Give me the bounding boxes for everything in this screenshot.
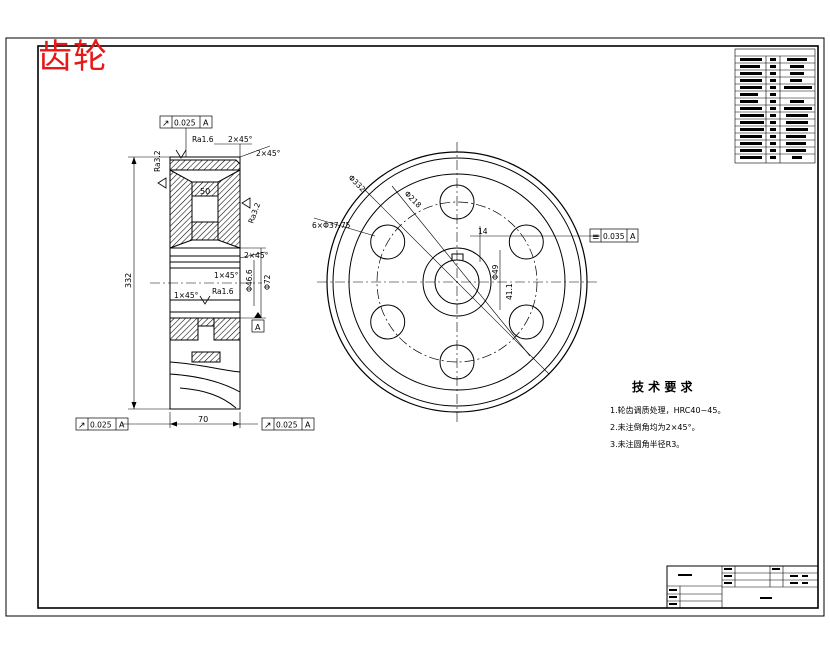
technical-requirements: 技 术 要 求 1.轮齿调质处理，HRC40~45。 2.未注倒角均为2×45°… <box>610 378 725 456</box>
label-ra-left: Ra3.2 <box>153 150 162 172</box>
front-dimensions <box>313 185 600 375</box>
label-chamfer-2: 2×45° <box>256 149 281 158</box>
note-line-1: 1.轮齿调质处理，HRC40~45。 <box>610 406 726 415</box>
gear-parameter-table <box>734 48 816 164</box>
tol-bl-value: 0.025 <box>90 421 112 430</box>
table-scribble <box>740 58 812 159</box>
tol-top-symbol: ↗ <box>162 119 170 129</box>
label-dim-50: 50 <box>200 187 210 196</box>
label-chamfer-5: 1×45° <box>174 291 199 300</box>
note-line-2: 2.未注倒角均为2×45°。 <box>610 423 700 432</box>
note-line-3: 3.未注圆角半径R3。 <box>610 440 685 449</box>
label-ra-top: Ra1.6 <box>192 135 214 144</box>
label-ra-right: Ra3.2 <box>246 201 262 225</box>
label-width: 70 <box>198 415 208 424</box>
tol-bl-symbol: ↗ <box>78 421 86 431</box>
tolerance-top: ↗ 0.025 A <box>159 115 213 157</box>
label-dia-hub: Φ72 <box>263 274 272 290</box>
label-ra-bore: Ra1.6 <box>212 287 234 296</box>
label-dia-outer: 332 <box>124 273 133 288</box>
tolerance-bottom-right: ↗ 0.025 A <box>261 417 315 431</box>
roughness-symbols <box>157 149 251 305</box>
tol-br-symbol: ↗ <box>264 421 272 431</box>
tol-top-datum: A <box>203 119 209 128</box>
tol-br-datum: A <box>305 421 311 430</box>
label-dia-bore: Φ46.6 <box>245 269 254 292</box>
label-chamfer-4: 1×45° <box>214 271 239 280</box>
label-chamfer-1: 2×45° <box>228 135 253 144</box>
label-keyway: 14 <box>478 227 488 236</box>
label-holes: 6×Φ37.75 <box>312 221 351 230</box>
tol-front-datum: A <box>630 232 636 241</box>
gear-section-view <box>150 156 262 410</box>
tolerance-bottom-left: ↗ 0.025 A <box>75 417 129 431</box>
section-arrowheads <box>131 157 240 427</box>
tol-top-value: 0.025 <box>174 119 196 128</box>
tol-front-value: 0.035 <box>603 232 625 241</box>
tol-br-value: 0.025 <box>276 421 298 430</box>
drawing-title: 齿轮 <box>38 37 108 77</box>
datum-box: A <box>251 312 265 333</box>
tol-bl-datum: A <box>119 421 125 430</box>
label-chamfer-3: 2×45° <box>244 251 269 260</box>
label-r-pitch: Φ218 <box>403 189 424 210</box>
outer-frame <box>5 37 825 617</box>
label-key-dim2: Φ49 <box>491 264 500 280</box>
tolerance-front: ≡ 0.035 A <box>589 228 639 243</box>
notes-heading: 技 术 要 求 <box>632 380 693 394</box>
title-block-scribble <box>669 568 808 605</box>
title-block <box>666 565 819 609</box>
tol-front-symbol: ≡ <box>592 233 600 243</box>
label-key-dim: 41.1 <box>505 283 514 300</box>
datum-box-label: A <box>255 323 261 332</box>
inner-frame <box>37 45 819 609</box>
